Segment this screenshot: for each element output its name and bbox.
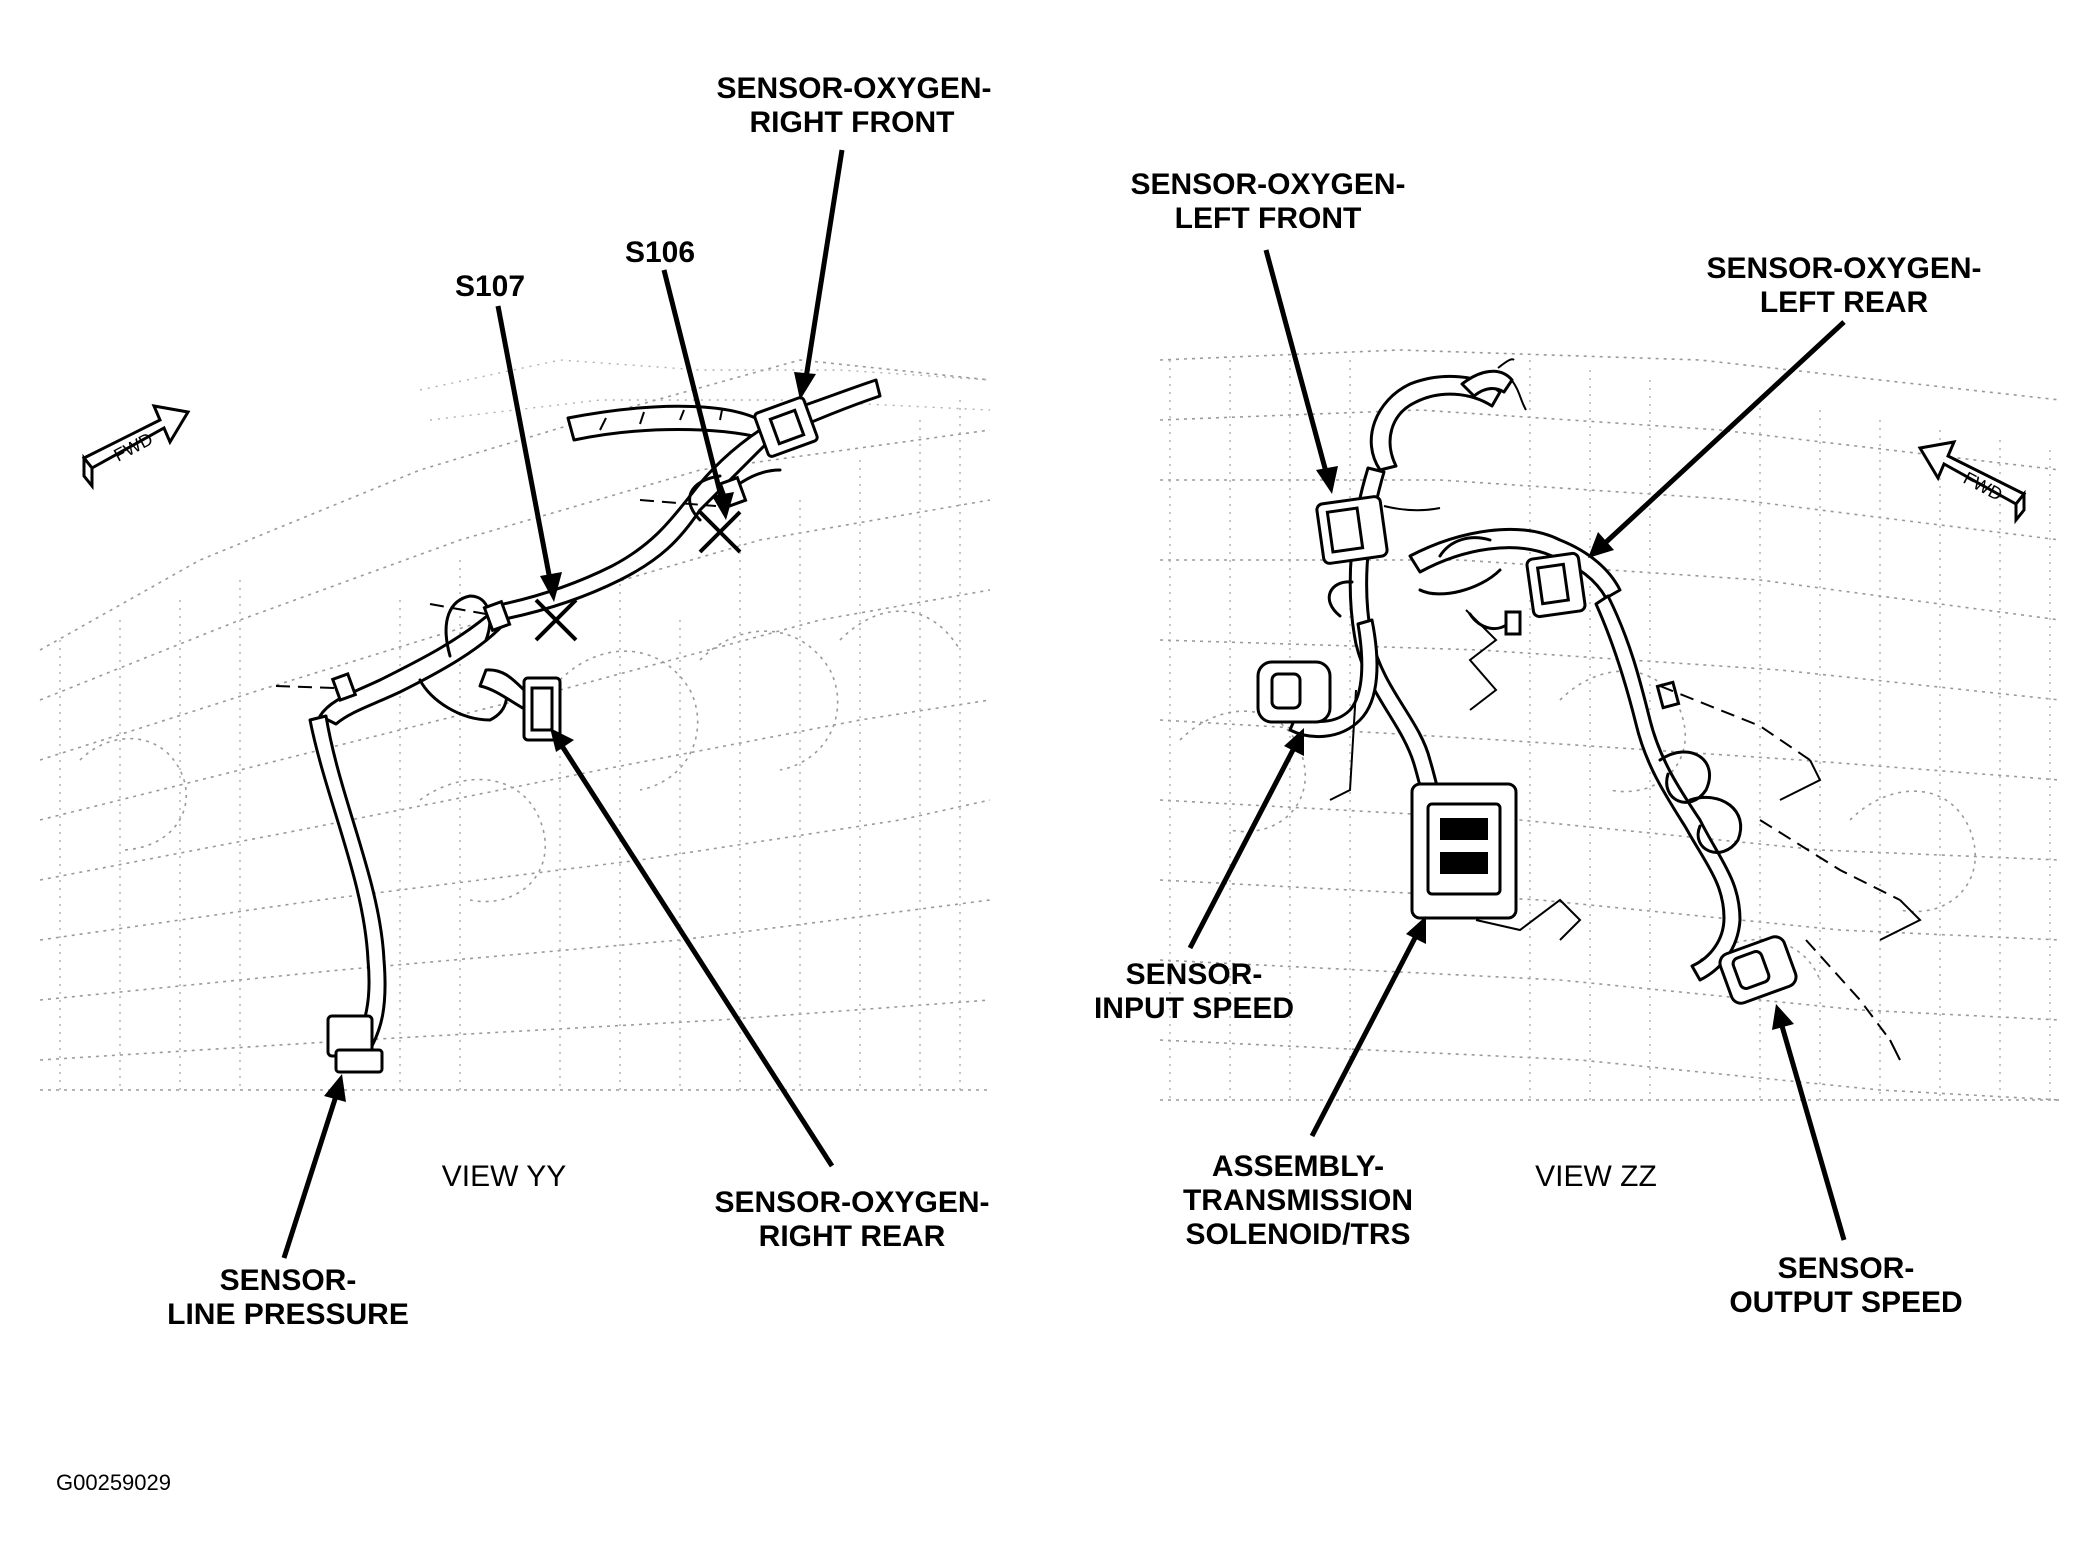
view-label-yy: VIEW YY bbox=[442, 1160, 566, 1193]
oxygen-sensor-right-front-connector bbox=[753, 396, 819, 458]
callout-arrows bbox=[281, 149, 1847, 1259]
callout-s107: S107 bbox=[455, 270, 525, 303]
oxygen-sensor-right-rear-connector bbox=[522, 676, 562, 742]
harness-view-yy bbox=[275, 378, 882, 1048]
callout-output-speed-line1: SENSOR- bbox=[1778, 1252, 1915, 1285]
callout-solenoid-line1: ASSEMBLY- bbox=[1212, 1150, 1384, 1183]
oxygen-sensor-left-front-connector bbox=[1315, 495, 1441, 565]
callout-output-speed-line2: OUTPUT SPEED bbox=[1729, 1286, 1962, 1319]
callout-line-pressure-line1: SENSOR- bbox=[220, 1264, 357, 1297]
arrow-oxygen-left-front bbox=[1263, 249, 1329, 473]
oxygen-sensor-left-rear-connector bbox=[1525, 551, 1587, 619]
arrow-output-speed bbox=[1779, 1025, 1847, 1241]
fwd-arrow-icon-right: FWD bbox=[1917, 440, 2027, 525]
callout-oxygen-left-rear-line2: LEFT REAR bbox=[1760, 286, 1929, 319]
callout-solenoid-line3: SOLENOID/TRS bbox=[1185, 1218, 1410, 1251]
arrow-s107 bbox=[495, 305, 553, 581]
arrow-transmission-solenoid bbox=[1309, 934, 1419, 1138]
callout-oxygen-right-rear-line1: SENSOR-OXYGEN- bbox=[714, 1186, 989, 1219]
engine-outline-left bbox=[39, 359, 991, 1091]
callout-input-speed-line1: SENSOR- bbox=[1126, 958, 1263, 991]
input-speed-sensor-connector bbox=[1256, 660, 1332, 724]
arrow-s106 bbox=[661, 269, 725, 501]
callout-input-speed-line2: INPUT SPEED bbox=[1094, 992, 1294, 1025]
arrow-input-speed bbox=[1187, 746, 1297, 950]
callout-oxygen-left-rear-line1: SENSOR-OXYGEN- bbox=[1706, 252, 1981, 285]
callout-oxygen-right-front-line2: RIGHT FRONT bbox=[750, 106, 955, 139]
output-speed-sensor-connector bbox=[1718, 935, 1798, 1005]
arrow-oxygen-right-rear bbox=[559, 744, 835, 1168]
reference-lines-zz bbox=[1329, 609, 1922, 1061]
callout-oxygen-left-front-line1: SENSOR-OXYGEN- bbox=[1130, 168, 1405, 201]
callout-oxygen-right-rear-line2: RIGHT REAR bbox=[759, 1220, 946, 1253]
arrow-oxygen-left-rear bbox=[1602, 320, 1846, 546]
callout-s106: S106 bbox=[625, 236, 695, 269]
arrow-oxygen-right-front bbox=[803, 149, 845, 379]
figure-code: G00259029 bbox=[56, 1470, 171, 1495]
callout-solenoid-line2: TRANSMISSION bbox=[1183, 1184, 1413, 1217]
arrow-line-pressure bbox=[281, 1095, 339, 1259]
line-pressure-sensor-connector bbox=[326, 1014, 384, 1074]
callout-line-pressure-line2: LINE PRESSURE bbox=[167, 1298, 409, 1331]
engine-outline-right bbox=[1159, 349, 2061, 1101]
callout-oxygen-left-front-line2: LEFT FRONT bbox=[1175, 202, 1362, 235]
view-label-zz: VIEW ZZ bbox=[1535, 1160, 1657, 1193]
transmission-solenoid-trs-connector bbox=[1410, 782, 1518, 920]
callout-labels: SENSOR-OXYGEN- RIGHT FRONT S106 S107 SEN… bbox=[56, 72, 1982, 1495]
fwd-arrow-icon-left: FWD bbox=[81, 404, 191, 491]
callout-oxygen-right-front-line1: SENSOR-OXYGEN- bbox=[716, 72, 991, 105]
